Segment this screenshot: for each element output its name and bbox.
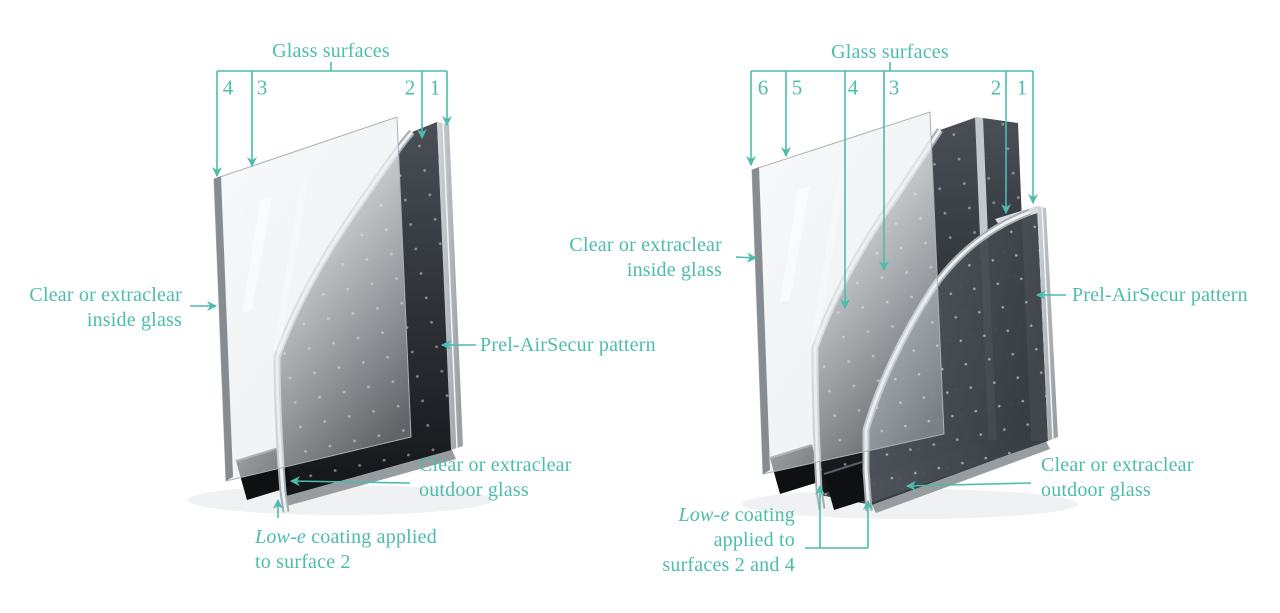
left-inside-glass-line1: Clear or extraclear (29, 284, 182, 306)
right-inside-glass-line1: Clear or extraclear (569, 234, 722, 256)
right-surface-number-1: 1 (1016, 75, 1028, 100)
right-inside-glass-left-edge (752, 167, 770, 474)
right-bottom-glass-edge (872, 441, 1050, 513)
left-outdoor-glass-line1: Clear or extraclear (419, 454, 572, 476)
left-lowe-line1: Low-e coating applied (255, 525, 437, 550)
left-glass-surfaces-title: Glass surfaces (272, 40, 390, 62)
right-inside-glass-pane (751, 111, 945, 475)
right-inside-glass-line2: inside glass (626, 259, 722, 281)
right-surface-number-6: 6 (757, 75, 769, 100)
left-outer-edge-highlight (442, 122, 458, 449)
left-pattern-label: Prel-AirSecur pattern (480, 334, 656, 356)
left-annotations (190, 62, 476, 518)
left-surface-number-4: 4 (222, 75, 234, 100)
right-outdoor-glass-line2: outdoor glass (1041, 479, 1151, 501)
right-surface-number-2: 2 (990, 75, 1002, 100)
left-pane-reflection-2 (273, 182, 308, 352)
right-spacer-bar-2 (824, 462, 872, 510)
left-bottom-glass-edge (283, 450, 456, 506)
left-surface-number-3: 3 (256, 75, 268, 100)
right-surface-number-4: 4 (847, 75, 859, 100)
left-lowe-coating-label: Low-e coating applied to surface 2 (255, 525, 437, 575)
double-glazing-illustration (188, 116, 492, 515)
left-inside-glass-pane (213, 116, 412, 482)
right-spacer-2-top-edge (823, 461, 863, 475)
triple-glazing-illustration (742, 111, 1078, 519)
left-inside-glass-label: Clear or extraclear inside glass (10, 283, 182, 333)
left-inside-glass-line2: inside glass (86, 309, 182, 331)
right-inside-glass-arrow (735, 252, 758, 263)
left-surface-number-1: 1 (429, 75, 441, 100)
left-outdoor-glass-arrow (289, 476, 411, 487)
left-pane-reflection (242, 196, 272, 313)
right-surface-number-5: 5 (791, 75, 803, 100)
left-lowe-italic: Low-e (255, 526, 306, 548)
right-lowe-line3: surfaces 2 and 4 (662, 554, 795, 576)
right-lowe-line2: applied to (713, 529, 795, 551)
right-surface-number-3: 3 (888, 75, 900, 100)
right-lowe-italic: Low-e (678, 504, 730, 526)
right-outdoor-glass-label: Clear or extraclear outdoor glass (1041, 453, 1194, 503)
left-outdoor-glass-line2: outdoor glass (419, 479, 529, 501)
right-outdoor-glass-line1: Clear or extraclear (1041, 454, 1194, 476)
right-glass-surfaces-title: Glass surfaces (831, 41, 949, 63)
left-surface-number-2: 2 (404, 75, 416, 100)
left-inside-glass-left-edge (214, 176, 233, 481)
left-outdoor-glass-label: Clear or extraclear outdoor glass (419, 453, 572, 503)
right-lowe-line1: Low-e coating (620, 503, 795, 528)
right-pane-reflection (780, 186, 810, 303)
left-lowe-rest: coating applied (306, 526, 437, 548)
right-inside-glass-label: Clear or extraclear inside glass (550, 233, 722, 283)
right-pane-reflection-2 (811, 172, 846, 342)
right-pattern-label: Prel-AirSecur pattern (1072, 284, 1248, 306)
right-annotations (735, 62, 1066, 549)
left-lowe-line2: to surface 2 (255, 551, 351, 573)
right-unit-shadow (742, 489, 1078, 519)
right-outdoor-glass-arrow (905, 480, 1032, 491)
right-lowe-coating-label: Low-e coating applied to surfaces 2 and … (620, 503, 795, 578)
right-outer-edge-highlight (1041, 206, 1054, 440)
right-lowe-rest: coating (729, 504, 795, 526)
